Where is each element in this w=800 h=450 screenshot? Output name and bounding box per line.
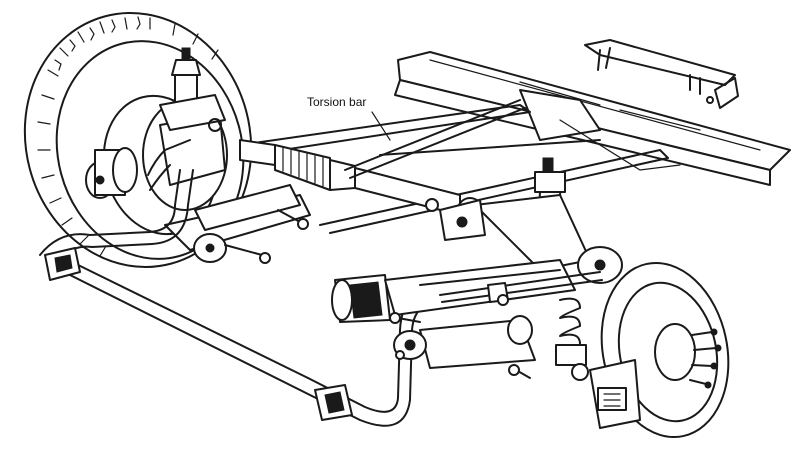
left-hub [142, 99, 228, 211]
torsion-bar [344, 99, 526, 179]
chassis-crossmember [394, 51, 791, 186]
left-bushing [85, 147, 138, 199]
left-tie-rod [147, 139, 191, 191]
upper-bracket [584, 39, 739, 109]
right-lower-arm [331, 259, 576, 369]
torsion-bar-label: Torsion bar [307, 95, 367, 109]
torsion-bar-leader [371, 111, 391, 141]
right-coil-spring [555, 297, 589, 381]
right-brake-disc [589, 261, 730, 439]
left-lower-arm [164, 184, 311, 264]
fasteners [395, 198, 531, 379]
left-strut [159, 47, 226, 132]
